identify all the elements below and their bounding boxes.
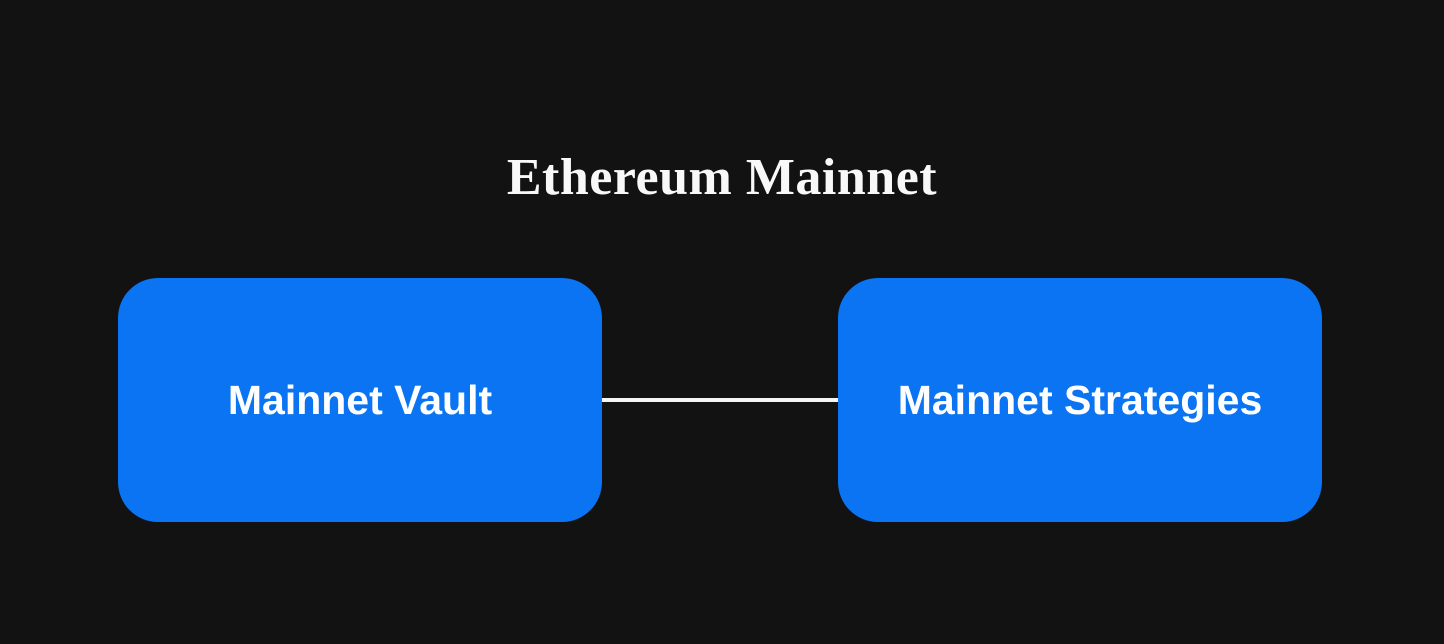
edge-vault-to-strategies <box>602 398 838 402</box>
diagram-title: Ethereum Mainnet <box>506 149 938 206</box>
node-mainnet-vault-label: Mainnet Vault <box>227 376 493 423</box>
node-mainnet-strategies: Mainnet Strategies <box>838 278 1322 522</box>
node-mainnet-strategies-label: Mainnet Strategies <box>897 376 1263 423</box>
node-mainnet-vault: Mainnet Vault <box>118 278 602 522</box>
